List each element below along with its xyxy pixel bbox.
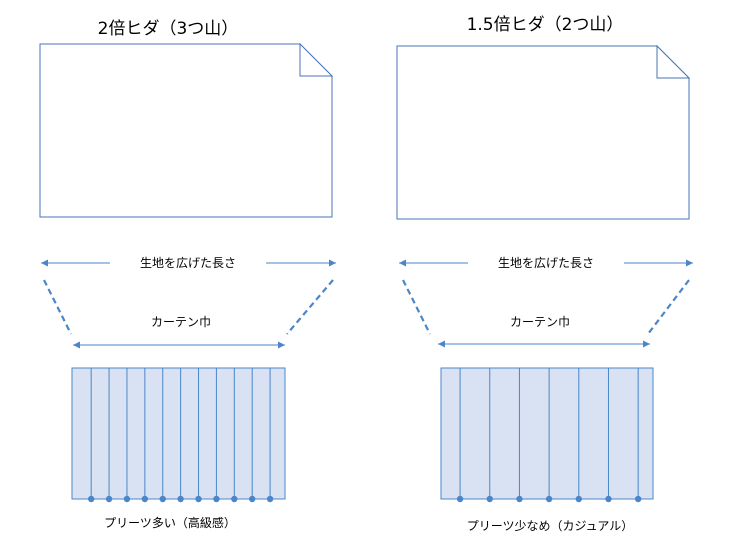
panel-double: 2倍ヒダ（3つ山） 生地を広げた長さ カーテン巾 プリーツ多い（高級感） <box>39 19 336 530</box>
hook-dot <box>486 495 493 503</box>
hook-dot <box>141 495 149 503</box>
hook-dot <box>248 495 256 503</box>
hook-dot <box>575 495 582 503</box>
curtain-width-label: カーテン巾 <box>510 315 570 329</box>
hook-dot <box>123 495 131 503</box>
hook-dot <box>159 495 166 503</box>
fabric-length-label: 生地を広げた長さ <box>498 256 594 270</box>
hook-dot <box>87 495 95 503</box>
pleated-curtain <box>71 367 286 503</box>
panel-title: 1.5倍ヒダ（2つ山） <box>467 15 624 35</box>
hook-dot <box>231 495 238 503</box>
pleated-curtain <box>440 367 654 503</box>
curtain-body <box>71 367 286 500</box>
hook-dot <box>545 495 553 503</box>
hook-dot <box>266 495 274 503</box>
panel-title: 2倍ヒダ（3つ山） <box>98 19 239 39</box>
panel-caption: プリーツ多い（高級感） <box>104 515 236 530</box>
hook-dot <box>105 495 113 503</box>
panel-onehalf: 1.5倍ヒダ（2つ山） 生地を広げた長さ カーテン巾 プリーツ少なめ（カジュアル… <box>396 15 693 533</box>
taper-line-left <box>402 279 431 335</box>
flat-fabric-sheet <box>39 42 334 218</box>
curtain-width-label: カーテン巾 <box>151 315 211 329</box>
panel-caption: プリーツ少なめ（カジュアル） <box>467 519 634 533</box>
flat-fabric-sheet <box>396 44 691 220</box>
hook-dot <box>213 495 220 503</box>
taper-line-right <box>286 279 334 335</box>
hook-dot <box>605 495 612 503</box>
curtain-body <box>440 367 654 500</box>
hook-dot <box>634 495 642 503</box>
taper-line-left <box>43 279 72 335</box>
taper-line-right <box>647 279 690 335</box>
fabric-length-label: 生地を広げた長さ <box>140 256 236 270</box>
hook-dot <box>195 495 202 503</box>
hook-dot <box>456 495 464 503</box>
hook-dot <box>177 495 184 503</box>
hook-dot <box>516 495 523 503</box>
